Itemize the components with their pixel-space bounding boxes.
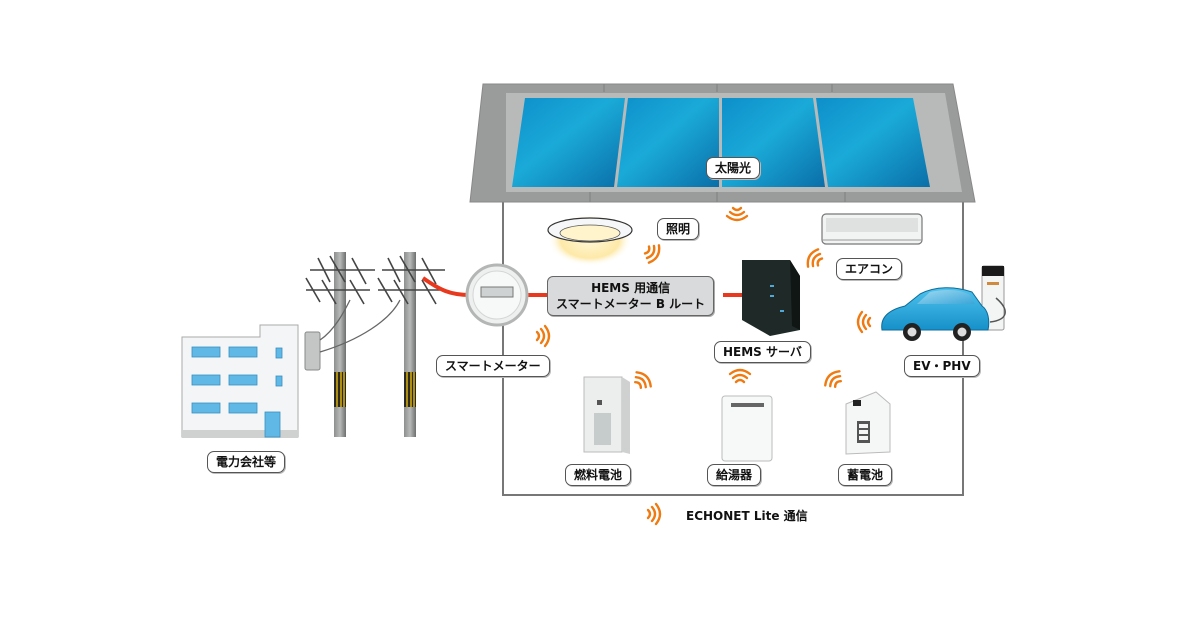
storage-battery-unit <box>845 391 891 455</box>
smart-meter <box>465 263 529 327</box>
label-aircon: エアコン <box>836 258 903 280</box>
label-water-heater: 給湯器 <box>707 464 762 486</box>
hems-route-line1: HEMS 用通信 <box>591 281 671 295</box>
label-storage-battery: 蓄電池 <box>838 464 893 486</box>
label-ev-phv: EV・PHV <box>904 355 980 377</box>
utility-poles <box>305 252 445 437</box>
hems-server <box>742 260 800 336</box>
air-conditioner <box>821 213 923 245</box>
ev-car <box>881 287 990 341</box>
power-line <box>421 276 471 297</box>
solar-panel <box>506 93 962 192</box>
label-smart-meter: スマートメーター <box>436 355 550 377</box>
label-solar: 太陽光 <box>706 157 761 179</box>
label-lighting: 照明 <box>657 218 700 240</box>
label-hems-server: HEMS サーバ <box>714 341 811 363</box>
hems-route-line2: スマートメーター B ルート <box>556 297 706 311</box>
fuel-cell-unit <box>583 376 630 454</box>
label-fuel-cell: 燃料電池 <box>565 464 632 486</box>
ceiling-light <box>547 214 633 266</box>
label-hems-route: HEMS 用通信 スマートメーター B ルート <box>547 276 715 316</box>
label-power-company: 電力会社等 <box>207 451 286 473</box>
legend-echonet-lite: ECHONET Lite 通信 <box>686 509 808 523</box>
water-heater-unit <box>721 395 773 462</box>
wireless-signal-icon-legend <box>646 502 662 526</box>
power-company-building <box>181 324 321 438</box>
